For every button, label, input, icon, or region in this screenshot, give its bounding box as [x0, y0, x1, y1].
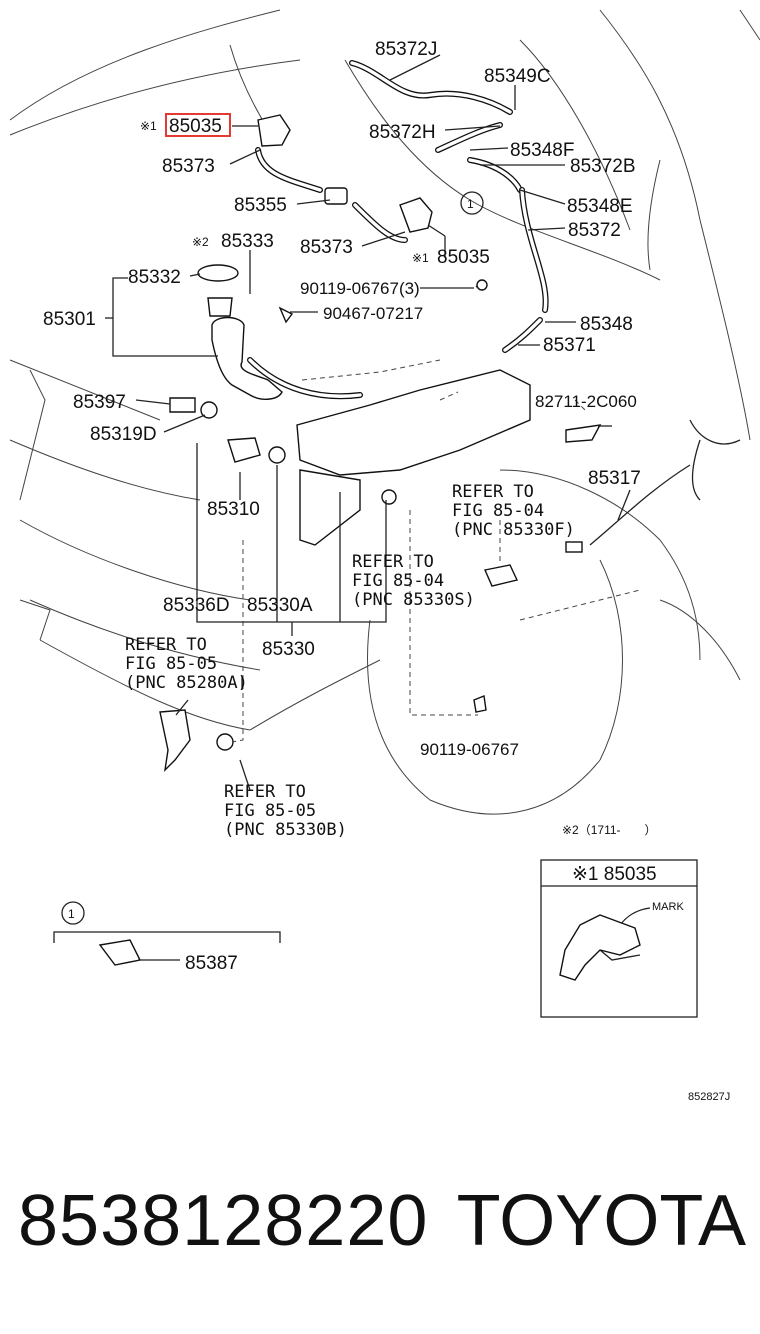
refer-fig8505-a-line2: FIG 85-05 [125, 654, 217, 674]
inset-nozzle-shape [559, 914, 641, 981]
footer-part-number: 8538128220 [18, 1181, 429, 1261]
refer-notes: REFER TO FIG 85-04 (PNC 85330F) REFER TO… [125, 482, 575, 840]
tank-bracket-shape [299, 469, 361, 546]
label-85336D: 85336D [163, 595, 230, 616]
label-85332: 85332 [128, 267, 181, 288]
refer-fig8504-f-line2: FIG 85-04 [452, 501, 544, 521]
inset-mark-label: MARK [652, 901, 684, 913]
refer-fig8504-f-line3: (PNC 85330F) [452, 520, 575, 540]
circle-1-main: 1 [467, 197, 474, 211]
refer-fig8505-b-line2: FIG 85-05 [224, 801, 316, 821]
label-85372J: 85372J [375, 39, 437, 60]
refer-fig8504-s-line1: REFER TO [352, 552, 434, 572]
bolt-90119-lower-shape [473, 695, 487, 713]
grommet-85330S-shape [381, 489, 397, 505]
label-85372H: 85372H [369, 122, 436, 143]
refer-fig8505-b-line1: REFER TO [224, 782, 306, 802]
label-85372: 85372 [568, 220, 621, 241]
circle-1-detail: 1 [68, 907, 75, 921]
refer-fig8505-a-line1: REFER TO [125, 635, 207, 655]
label-85387: 85387 [185, 953, 238, 974]
refer-fig8504-s-line3: (PNC 85330S) [352, 590, 475, 610]
connector-85317-shape [565, 541, 583, 553]
leader-lines [53, 54, 641, 961]
harness-85317-shape [589, 419, 741, 546]
label-85373-top: 85373 [162, 156, 215, 177]
footer: 8538128220 TOYOTA [0, 1180, 760, 1290]
refer-fig8504-f-line1: REFER TO [452, 482, 534, 502]
label-85348: 85348 [580, 314, 633, 335]
grommet-85330B-shape [216, 733, 234, 751]
label-85333: 85333 [221, 231, 274, 252]
label-85373-mid: 85373 [300, 237, 353, 258]
vehicle-body-outline [9, 9, 760, 815]
label-85319D: 85319D [90, 424, 157, 445]
cap-85332-shape [197, 264, 239, 282]
label-85035-mid: 85035 [437, 247, 490, 268]
label-85330: 85330 [262, 639, 315, 660]
pump-85336D-shape [227, 437, 261, 463]
inlet-85301-shape [211, 316, 283, 400]
parts-diagram: 85372J 85349C 85372H 85348F 85372B 85348… [9, 9, 760, 1103]
grommet-85397-shape [169, 397, 196, 413]
washer-hoses [247, 60, 549, 400]
label-90467-07217: 90467-07217 [323, 304, 423, 323]
grommet-85330A-shape [268, 446, 286, 464]
tank-85310-shape [296, 369, 531, 476]
refer-fig8504-s-line2: FIG 85-04 [352, 571, 444, 591]
label-85348E: 85348E [567, 196, 633, 217]
connector-82711-shape [565, 424, 602, 443]
label-x1-mark: ※1 [140, 119, 157, 133]
label-85349C: 85349C [484, 66, 551, 87]
label-x2-mark: ※2 [192, 235, 209, 249]
figure-code: 852827J [688, 1091, 730, 1103]
part-shapes [98, 114, 741, 966]
label-85355: 85355 [234, 195, 287, 216]
label-85310: 85310 [207, 499, 260, 520]
nozzle-85035-shape [257, 114, 291, 147]
highlight-box [165, 113, 231, 137]
inset-title: ※1 85035 [572, 864, 657, 885]
refer-fig8505-a-line3: (PNC 85280A) [125, 673, 248, 693]
circle-markers: 1 1 [61, 191, 484, 925]
inset-85035: ※1 85035 MARK [540, 859, 698, 1018]
clamp-85387-shape [98, 939, 142, 966]
label-85372B: 85372B [570, 156, 636, 177]
label-82711-2C060: 82711-2C060 [535, 392, 637, 411]
label-85301: 85301 [43, 309, 96, 330]
clip-90467-shape [278, 306, 294, 324]
part-labels: 85372J 85349C 85372H 85348F 85372B 85348… [43, 39, 730, 1103]
label-85317: 85317 [588, 468, 641, 489]
label-85348F: 85348F [510, 140, 574, 161]
grommet-85319D-shape [200, 401, 218, 419]
label-x1-mark-mid: ※1 [412, 251, 429, 265]
label-90119-06767: 90119-06767 [420, 740, 519, 759]
refer-fig8505-b-line3: (PNC 85330B) [224, 820, 347, 840]
pump-85280A-shape [159, 709, 191, 772]
label-85371: 85371 [543, 335, 596, 356]
label-90119-06767-3: 90119-06767(3) [300, 279, 420, 298]
label-85397: 85397 [73, 392, 126, 413]
footer-brand: TOYOTA [456, 1181, 746, 1261]
bolt-90119-shape [476, 279, 488, 291]
label-x2-note: ※2（1711- ） [562, 823, 657, 837]
label-85330A: 85330A [247, 595, 313, 616]
nozzle-85035-mid-shape [399, 197, 433, 233]
valve-85355-shape [324, 187, 348, 205]
label-85035-highlight: 85035 [169, 116, 222, 137]
strainer-85333-shape [207, 297, 233, 317]
pump-85330F-shape [484, 564, 518, 587]
